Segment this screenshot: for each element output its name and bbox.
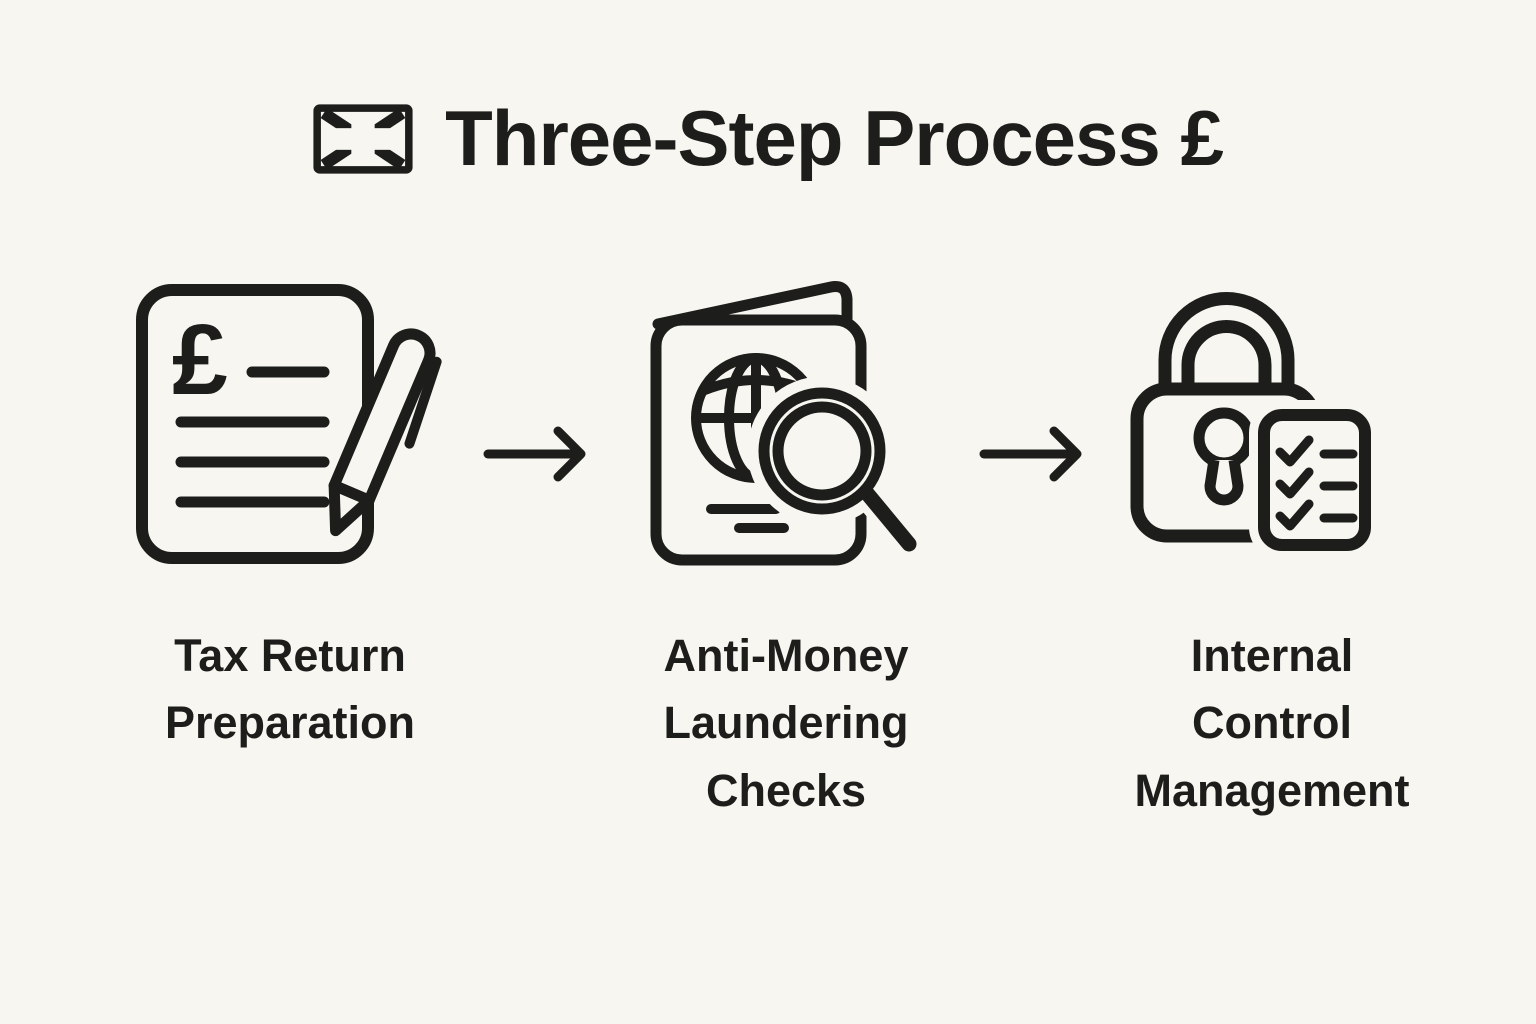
pen-icon <box>328 328 442 536</box>
padlock-checklist-icon <box>1130 291 1380 560</box>
checklist-card-icon <box>1249 399 1380 560</box>
connector-1 <box>483 422 586 486</box>
page-title: Three-Step Process £ <box>445 94 1224 182</box>
process-diagram: £ Tax Return Preparation <box>0 272 1536 825</box>
connector-2 <box>979 422 1082 486</box>
tax-return-document-pen-icon: £ <box>136 283 442 564</box>
title-row: Three-Step Process £ <box>0 0 1536 182</box>
keyhole-icon <box>1193 407 1255 506</box>
pound-sign: £ <box>172 304 228 416</box>
step-tax-return-preparation: £ Tax Return Preparation <box>70 272 510 757</box>
right-arrow-icon <box>979 426 1082 482</box>
step-caption: Anti-Money Laundering Checks <box>663 629 909 816</box>
step-caption: Internal Control Management <box>1134 629 1410 816</box>
step-anti-money-laundering-checks: Anti-Money Laundering Checks <box>566 272 1006 825</box>
magnifier-icon <box>747 376 924 559</box>
uk-flag-icon <box>313 103 414 174</box>
step-internal-control-management: Internal Control Management <box>1062 272 1482 825</box>
passport-globe-magnifier-icon <box>650 280 924 566</box>
infographic-page: Three-Step Process £ £ <box>0 0 1536 825</box>
step-caption: Tax Return Preparation <box>164 629 416 749</box>
right-arrow-icon <box>483 426 586 482</box>
